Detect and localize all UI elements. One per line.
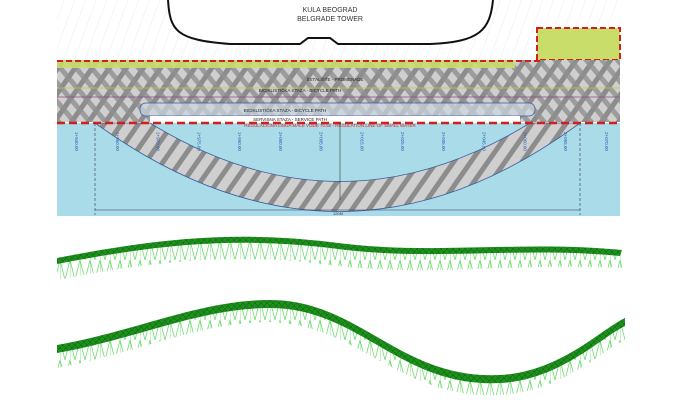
promenade-green-strip: [57, 60, 515, 68]
station-label: 2+035.00: [441, 132, 446, 151]
station-label: 2+015.00: [359, 132, 364, 151]
tower-outline: [167, 0, 494, 45]
service-path: [150, 116, 520, 122]
station-label: 1+990.00: [237, 132, 242, 151]
station-label: 2+025.00: [400, 132, 405, 151]
station-label: 1+940.00: [74, 132, 79, 151]
bicycle-path-upper-label: BICIKLISTIČKA STAZA - BICYCLE PATH: [259, 87, 342, 93]
station-label: 2+070.00: [604, 132, 609, 151]
deck-mesh-model-1: [57, 236, 622, 264]
station-label: 1+970.00: [156, 132, 161, 151]
truss-model-2: [57, 300, 625, 396]
structural-model-1: [57, 236, 622, 280]
station-label: 2+005.00: [319, 132, 324, 151]
station-labels: 1+940.00 1+960.00 1+970.00 1+975.00 1+990.00…: [74, 132, 609, 151]
bicycle-path-lower-label: BICIKLISTIČKA STAZA - BICYCLE PATH: [244, 107, 327, 113]
span-label: 120M: [333, 211, 343, 216]
promenade-label: ŠETALIŠTE - PROMENADE: [307, 76, 364, 82]
site-plan: KULA BEOGRAD BELGRADE TOWER ŠETALIŠTE - …: [57, 0, 621, 216]
station-label: 2+045.00: [482, 132, 487, 151]
green-area-right: [536, 27, 621, 61]
tower-name-en: BELGRADE TOWER: [297, 16, 363, 23]
station-label: 1+975.00: [196, 132, 201, 151]
tower-name-local: KULA BEOGRAD: [303, 7, 358, 14]
station-label: 2+000.00: [278, 132, 283, 151]
service-path-label: SERVISNA STAZA - SERVICE PATH: [253, 117, 327, 122]
station-label: 2+060.00: [522, 132, 527, 151]
regulation-line-label: REGULACIONA LINIJA MALE VODE 70.50 - REG…: [244, 123, 416, 128]
bicycle-path-lane: [139, 102, 536, 117]
station-label: 2+065.00: [563, 132, 568, 151]
station-label: 1+960.00: [115, 132, 120, 151]
structural-model-2: [57, 300, 625, 396]
